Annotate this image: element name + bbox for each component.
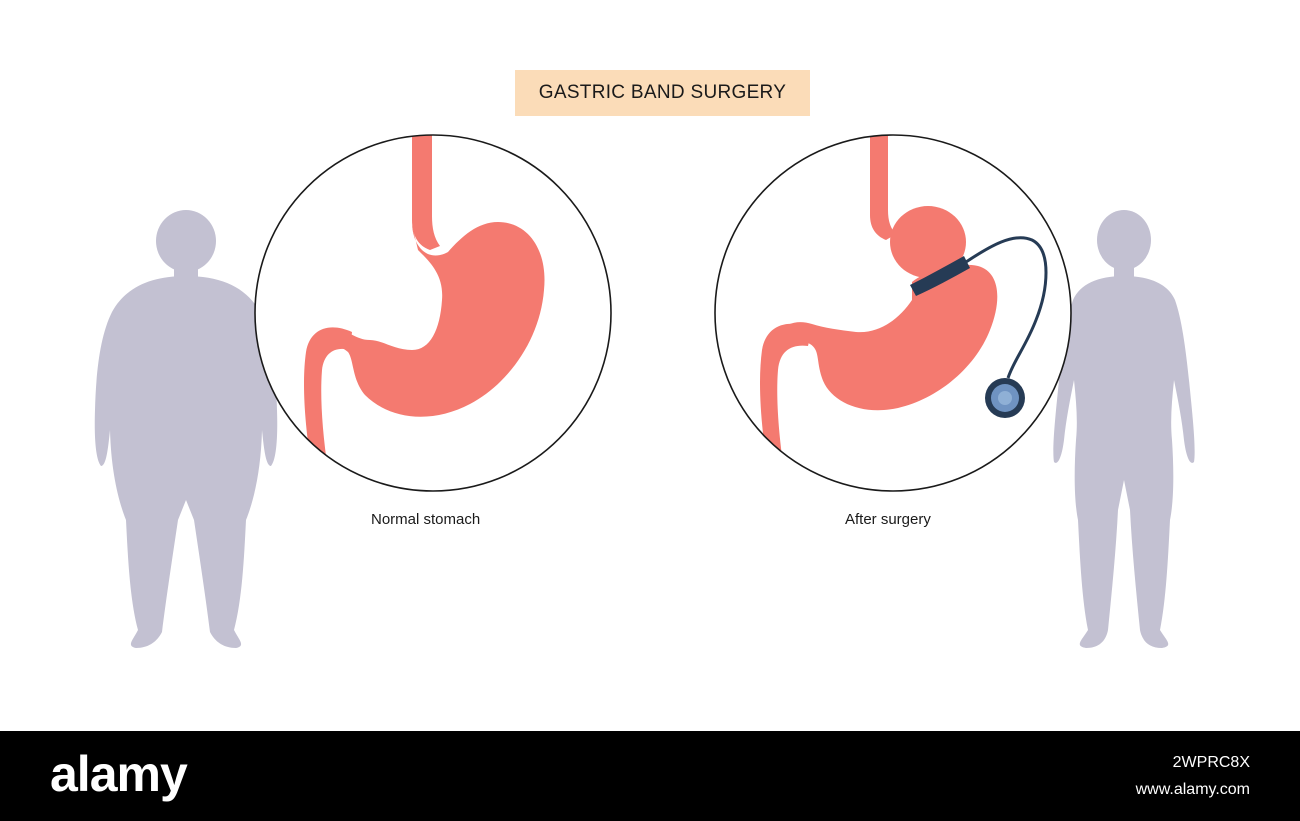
band-tubing xyxy=(965,236,1048,379)
gastric-band xyxy=(910,256,970,296)
diagram-stage: GASTRIC BAND SURGERY Normal stomach Afte… xyxy=(94,70,1195,648)
image-id: 2WPRC8X xyxy=(1172,754,1250,771)
diagram-artwork xyxy=(94,134,1195,648)
site-url: www.alamy.com xyxy=(1135,781,1250,798)
banded-stomach-illustration xyxy=(760,135,998,470)
access-port xyxy=(985,378,1025,418)
diagram-title: GASTRIC BAND SURGERY xyxy=(515,70,810,116)
watermark-footer: alamy 2WPRC8X www.alamy.com xyxy=(0,731,1300,821)
banded-stomach-circle xyxy=(715,135,1071,491)
slim-woman-silhouette xyxy=(1053,210,1195,648)
obese-woman-silhouette xyxy=(94,210,278,648)
brand-logo: alamy xyxy=(50,746,188,802)
caption-after-surgery: After surgery xyxy=(845,511,931,528)
normal-stomach-circle xyxy=(255,135,611,491)
caption-normal-stomach: Normal stomach xyxy=(371,511,481,528)
normal-stomach-illustration xyxy=(304,135,545,470)
